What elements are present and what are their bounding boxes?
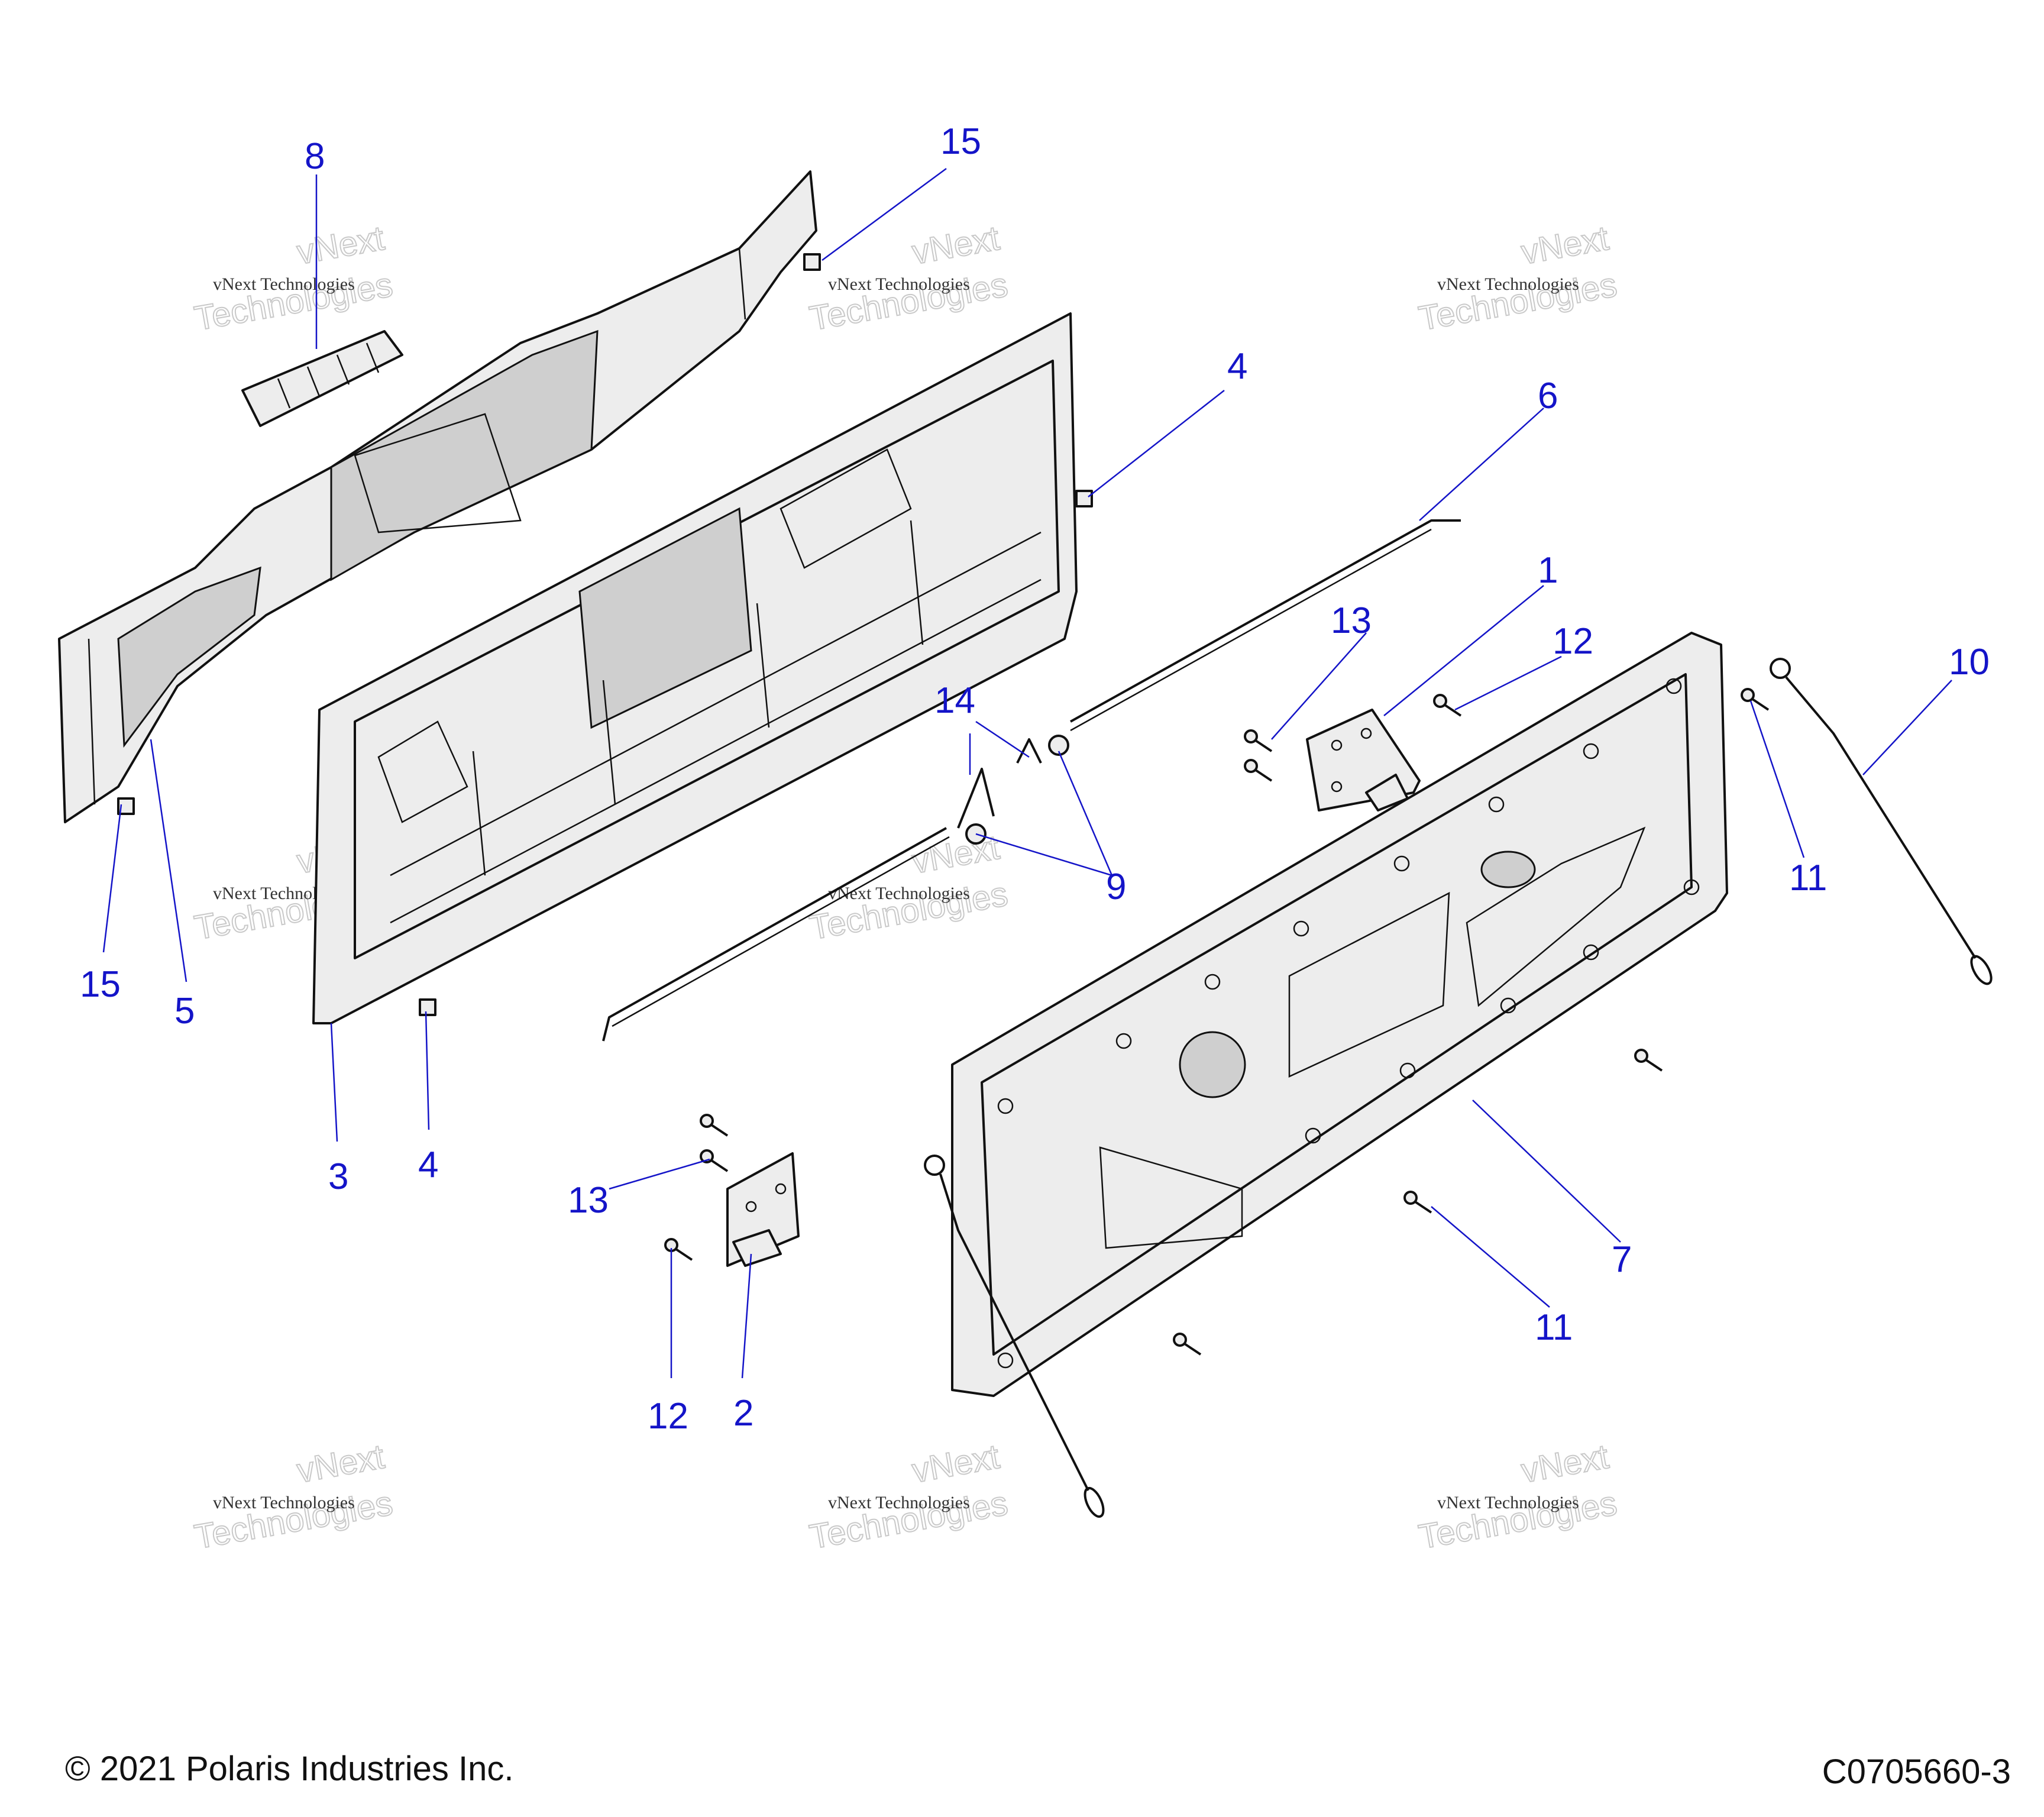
drawing-number: C0705660-3 <box>1822 1753 2011 1791</box>
callout-7: 7 <box>1612 1239 1632 1280</box>
callout-14: 14 <box>934 680 975 721</box>
watermark-vnext: vNext <box>1518 219 1611 272</box>
callout-13-top: 13 <box>1331 600 1372 641</box>
callout-3: 3 <box>328 1156 348 1197</box>
callout-8: 8 <box>305 136 325 177</box>
watermark: vNext Technologies vNext Technologies <box>1415 218 1621 339</box>
watermark-text: vNext Technologies <box>213 274 355 294</box>
leader-3 <box>330 1023 338 1142</box>
panel-holes <box>997 678 1700 1369</box>
part-upper-rod <box>1070 519 1461 732</box>
leader-2 <box>741 1253 752 1379</box>
leader-13-bottom <box>609 1158 710 1190</box>
callout-4-bottom: 4 <box>418 1144 438 1185</box>
part-inner-frame <box>312 312 1078 1024</box>
callout-5: 5 <box>174 991 195 1032</box>
part-inner-trim-panel <box>58 170 817 823</box>
part-upper-hinge <box>1306 709 1421 811</box>
watermark-text: vNext Technologies <box>828 884 970 903</box>
fasteners <box>117 253 1770 1356</box>
watermark-text: vNext Technologies <box>1437 274 1579 294</box>
screw <box>1173 1333 1202 1356</box>
leader-15-left <box>102 804 122 953</box>
leader-14-b <box>975 720 1030 758</box>
screw <box>1244 729 1273 752</box>
screw <box>700 1114 729 1137</box>
callout-12-bottom: 12 <box>648 1396 688 1437</box>
screw <box>1741 688 1770 711</box>
leader-13-top <box>1271 632 1367 740</box>
part-lower-hinge <box>726 1152 800 1267</box>
callout-4-top: 4 <box>1227 346 1247 387</box>
callout-9: 9 <box>1106 867 1126 907</box>
leader-11-bottom <box>1431 1206 1550 1308</box>
callouts: 8 15 4 6 1 13 12 10 14 9 11 15 5 3 4 13 … <box>80 121 1990 1437</box>
watermark-text: vNext Technologies <box>828 274 970 294</box>
screw <box>664 1238 693 1261</box>
leader-12-top <box>1454 655 1562 711</box>
part-springs <box>957 735 1069 845</box>
screw <box>1433 694 1462 717</box>
watermark-vnext: vNext <box>1518 1437 1611 1491</box>
watermark-vnext: vNext <box>909 1437 1002 1491</box>
clip <box>803 253 821 271</box>
leader-9-a <box>975 833 1112 877</box>
callout-1: 1 <box>1538 550 1558 591</box>
watermark: vNext Technologies vNext Technologies <box>191 218 396 339</box>
callout-15-top: 15 <box>940 121 981 162</box>
watermark-text: vNext Technologies <box>213 1493 355 1512</box>
callout-11-bottom: 11 <box>1535 1307 1573 1348</box>
watermark-text: vNext Technologies <box>1437 1493 1579 1512</box>
callout-2: 2 <box>733 1393 753 1434</box>
callout-6: 6 <box>1538 376 1558 416</box>
leader-4-top <box>1088 390 1225 497</box>
watermark: vNext Technologies vNext Technologies <box>1415 1437 1621 1557</box>
watermark-text: vNext Technologies <box>828 1493 970 1512</box>
screw <box>1403 1191 1432 1214</box>
screw <box>1634 1049 1663 1072</box>
copyright-text: © 2021 Polaris Industries Inc. <box>65 1750 513 1788</box>
part-cable-left <box>924 1155 1105 1518</box>
leader-9-b <box>1057 751 1113 876</box>
leader-4-bottom <box>425 1011 430 1130</box>
clip <box>1075 490 1093 507</box>
callout-15-left: 15 <box>80 964 121 1005</box>
watermark: vNext Technologies vNext Technologies <box>806 827 1011 948</box>
leader-11-top <box>1749 700 1805 858</box>
part-lower-rod <box>602 827 950 1042</box>
watermark-vnext: vNext <box>294 219 387 272</box>
callout-11-top: 11 <box>1789 858 1827 898</box>
callout-12-top: 12 <box>1553 621 1593 662</box>
leader-7 <box>1472 1100 1621 1243</box>
part-bracket <box>241 330 403 427</box>
callout-13-bottom: 13 <box>568 1180 609 1221</box>
leader-10 <box>1862 680 1952 775</box>
leader-1 <box>1383 585 1544 716</box>
watermark: vNext Technologies vNext Technologies <box>806 218 1011 339</box>
leader-lines <box>102 167 1952 1379</box>
part-outer-panel <box>951 632 1728 1397</box>
leader-6 <box>1419 408 1544 521</box>
watermark-vnext: vNext <box>909 828 1002 881</box>
watermark: vNext Technologies vNext Technologies <box>806 1437 1011 1557</box>
clip <box>419 998 436 1016</box>
leader-5 <box>150 739 187 982</box>
part-cable-right <box>1770 658 1993 985</box>
screw <box>1244 759 1273 782</box>
watermark-vnext: vNext <box>909 219 1002 272</box>
watermark-vnext: vNext <box>294 1437 387 1491</box>
watermark: vNext Technologies vNext Technologies <box>191 1437 396 1557</box>
callout-10: 10 <box>1949 642 1990 683</box>
leader-15-top <box>822 167 947 261</box>
